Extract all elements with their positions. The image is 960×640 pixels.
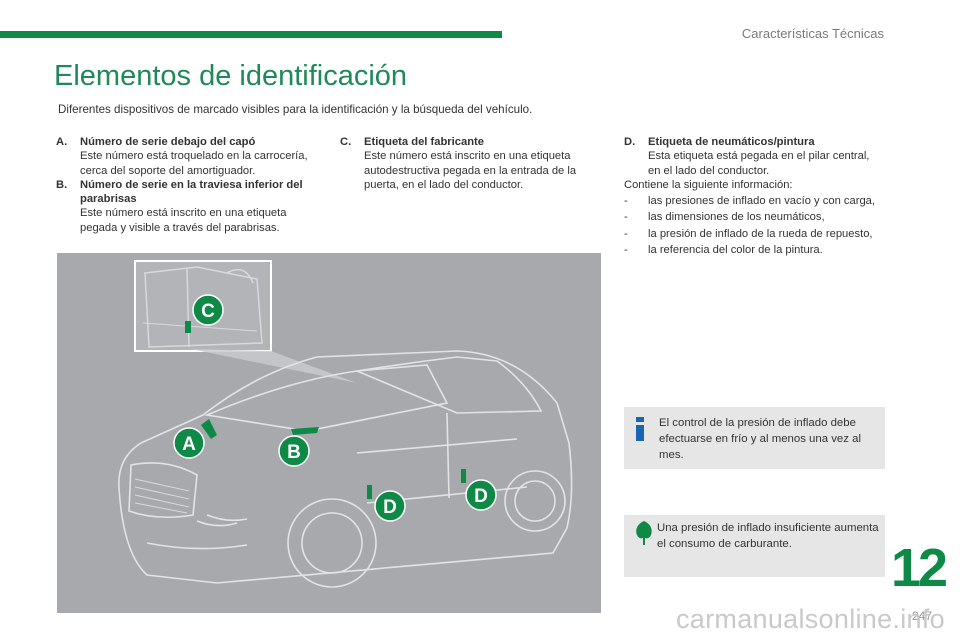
front-grille [134,478,190,514]
info-icon [636,417,644,441]
header-accent-bar [0,31,502,38]
item-c: C. Etiqueta del fabricante Este número e… [340,135,608,192]
item-d-title: Etiqueta de neumáticos/pintura [648,136,815,148]
column-a-b: A. Número de serie debajo del capó Este … [56,135,314,235]
label-b: B [287,442,301,463]
d-info-list: -las presiones de inflado en vacío y con… [624,194,880,257]
page-number: 247 [912,609,933,623]
item-b-body: Este número está inscrito en una etiquet… [80,207,287,234]
item-d-letter: D. [624,136,636,148]
list-item: -las dimensiones de los neumáticos, [624,211,825,224]
label-badge-c: C [192,294,224,326]
list-item: -la presión de inflado de la rueda de re… [624,227,873,240]
intro-text: Diferentes dispositivos de marcado visib… [58,103,533,116]
item-c-title: Etiqueta del fabricante [364,136,484,148]
watermark: carmanualsonline.info [676,604,945,634]
page-title: Elementos de identificación [54,60,408,92]
label-d1: D [383,497,397,518]
item-a-title: Número de serie debajo del capó [80,136,256,148]
item-d-body: Esta etiqueta está pegada en el pilar ce… [648,150,870,177]
column-d: D. Etiqueta de neumáticos/pintura Esta e… [624,135,880,259]
eco-leaf-icon [636,521,652,545]
car-outline [118,350,573,588]
item-b-letter: B. [56,178,68,191]
info-text: El control de la presión de inflado debe… [659,417,861,461]
car-drawing: A B C D D [118,260,573,588]
car-illustration: A B C D D [57,253,601,613]
label-badge-d1: D [374,490,406,522]
section-header: Características Técnicas [741,26,884,41]
item-b: B. Número de serie en la traviesa inferi… [56,178,314,235]
item-b-title: Número de serie en la traviesa inferior … [80,178,303,206]
location-markers [201,419,466,499]
label-d2: D [474,486,488,507]
eco-box: Una presión de inflado insuficiente aume… [624,515,885,577]
label-a: A [182,434,196,455]
item-d: D. Etiqueta de neumáticos/pintura Esta e… [624,135,880,178]
label-badge-a: A [173,427,205,459]
label-badge-d2: D [465,479,497,511]
item-a-letter: A. [56,136,68,148]
list-item: -la referencia del color de la pintura. [624,244,823,257]
door-inset [134,260,357,383]
eco-text: Una presión de inflado insuficiente aume… [657,522,879,550]
item-c-letter: C. [340,136,352,148]
column-c: C. Etiqueta del fabricante Este número e… [340,135,608,192]
chapter-number: 12 [891,538,948,598]
item-a: A. Número de serie debajo del capó Este … [56,135,314,178]
d-info-intro: Contiene la siguiente información: [624,178,793,191]
label-badge-b: B [278,435,310,467]
info-box: El control de la presión de inflado debe… [624,407,885,469]
list-item: -las presiones de inflado en vacío y con… [624,195,875,208]
label-c: C [201,301,215,322]
item-c-body: Este número está inscrito en una etiquet… [364,150,577,191]
item-a-body: Este número está troquelado en la carroc… [80,150,308,177]
